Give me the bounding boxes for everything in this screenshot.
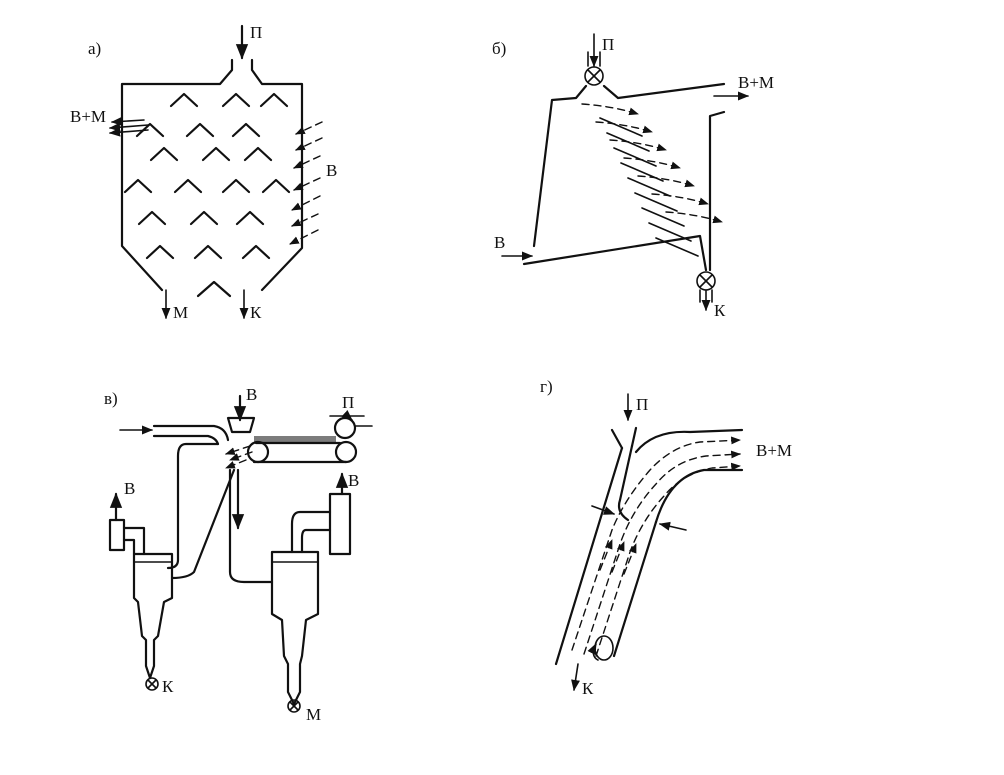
jet-left: [591, 505, 616, 515]
louvre-slat: [627, 177, 671, 197]
channel-right-wall: [612, 520, 658, 658]
left-duct-inner: [170, 468, 236, 580]
label-air-top: В: [246, 385, 257, 404]
baffle-chevron: [149, 146, 179, 162]
label-k: К: [582, 679, 594, 698]
panel-a-letter: а): [88, 39, 101, 58]
baffle-chevron: [137, 210, 167, 226]
k-out-arrow: [571, 663, 580, 692]
channel-left-wall: [554, 446, 624, 666]
label-feed: П: [250, 23, 262, 42]
baffle-chevron: [173, 178, 203, 194]
feed-hopper: [610, 426, 638, 450]
housing-right: [708, 110, 726, 272]
baffle-chevron: [185, 122, 215, 138]
housing-right-wall: [250, 58, 304, 292]
louvre-slats: [599, 117, 699, 257]
flow-arrow: [651, 193, 709, 206]
channel-partition: [617, 444, 634, 522]
louvre-slat: [641, 207, 685, 227]
label-m: М: [173, 303, 188, 322]
cyclone-right: [270, 472, 352, 713]
baffle-chevron: [221, 178, 251, 194]
outlet-arrow-3: [110, 116, 145, 126]
flow-arrow: [623, 157, 681, 170]
housing-bottom: [522, 234, 708, 272]
panel-b: б) П В+М В К: [492, 33, 774, 320]
outlet-arrow-1: [108, 122, 149, 132]
baffle-chevron: [189, 210, 219, 226]
label-k: К: [162, 677, 174, 696]
feeder-bottom-cross-2: [699, 274, 713, 288]
flow-arrow: [581, 103, 639, 116]
bottom-divider: [196, 280, 232, 298]
outlet-arrow-2: [108, 127, 149, 137]
label-feed: П: [602, 35, 614, 54]
feeder-top-cross-2: [587, 69, 601, 83]
panel-g: г) П В+М К: [540, 377, 792, 698]
outlet-upper-wall: [634, 428, 744, 454]
louvre-slat: [599, 117, 643, 137]
flow-arrow: [609, 139, 667, 152]
label-k: К: [714, 301, 726, 320]
label-air-mass: В+М: [738, 73, 774, 92]
air-flow-lines: [571, 436, 741, 657]
label-feed: П: [636, 395, 648, 414]
louvre-slat: [655, 237, 699, 257]
baffle-chevron: [123, 178, 153, 194]
label-air-mass: В+М: [756, 441, 792, 460]
air-flow-lines: [581, 103, 723, 224]
flow-arrow: [665, 211, 723, 224]
housing-top: [532, 82, 726, 248]
label-feed: П: [342, 393, 354, 412]
baffle-chevron: [201, 146, 231, 162]
baffle-chevron: [243, 146, 273, 162]
label-air-mass: В+М: [70, 107, 106, 126]
label-m: М: [306, 705, 321, 724]
spray-arrows: [225, 445, 253, 469]
baffle-chevron: [231, 122, 261, 138]
louvre-slat: [648, 222, 692, 242]
panel-v: в) В П: [104, 385, 373, 724]
label-air: В: [326, 161, 337, 180]
panel-a: а) П В+М В М К: [70, 23, 337, 322]
bottom-rotor: [594, 635, 614, 661]
panel-v-letter: в): [104, 389, 118, 408]
baffle-chevron: [221, 92, 251, 108]
label-k: К: [250, 303, 262, 322]
baffle-chevron: [235, 210, 265, 226]
flow-arrow: [595, 121, 653, 134]
belt-conveyor: [246, 409, 358, 464]
horizontal-duct: [152, 424, 230, 446]
label-air-right: В: [348, 471, 359, 490]
baffle-chevron: [261, 178, 291, 194]
panel-g-letter: г): [540, 377, 553, 396]
cyclone-left: [108, 492, 174, 691]
housing-left-wall: [120, 58, 234, 292]
right-duct: [228, 468, 274, 584]
left-duct: [166, 442, 220, 570]
air-inlet-arrows: [289, 121, 323, 245]
baffle-chevron: [135, 122, 165, 138]
top-air-nozzle: [226, 416, 256, 434]
baffle-chevrons: [123, 92, 291, 260]
jet-right: [658, 521, 687, 531]
rotary-feeder-top: [584, 66, 604, 86]
panel-b-letter: б): [492, 39, 506, 58]
baffle-chevron: [259, 92, 289, 108]
louvre-slat: [613, 147, 657, 167]
baffle-chevron: [145, 244, 175, 260]
label-air-left: В: [124, 479, 135, 498]
louvre-slat: [634, 192, 678, 212]
baffle-chevron: [241, 244, 271, 260]
flow-arrow: [637, 175, 695, 188]
baffle-chevron: [193, 244, 223, 260]
rotor-arrow: [587, 642, 599, 661]
outlet-lower-wall: [654, 468, 744, 524]
label-air: В: [494, 233, 505, 252]
baffle-chevron: [169, 92, 199, 108]
